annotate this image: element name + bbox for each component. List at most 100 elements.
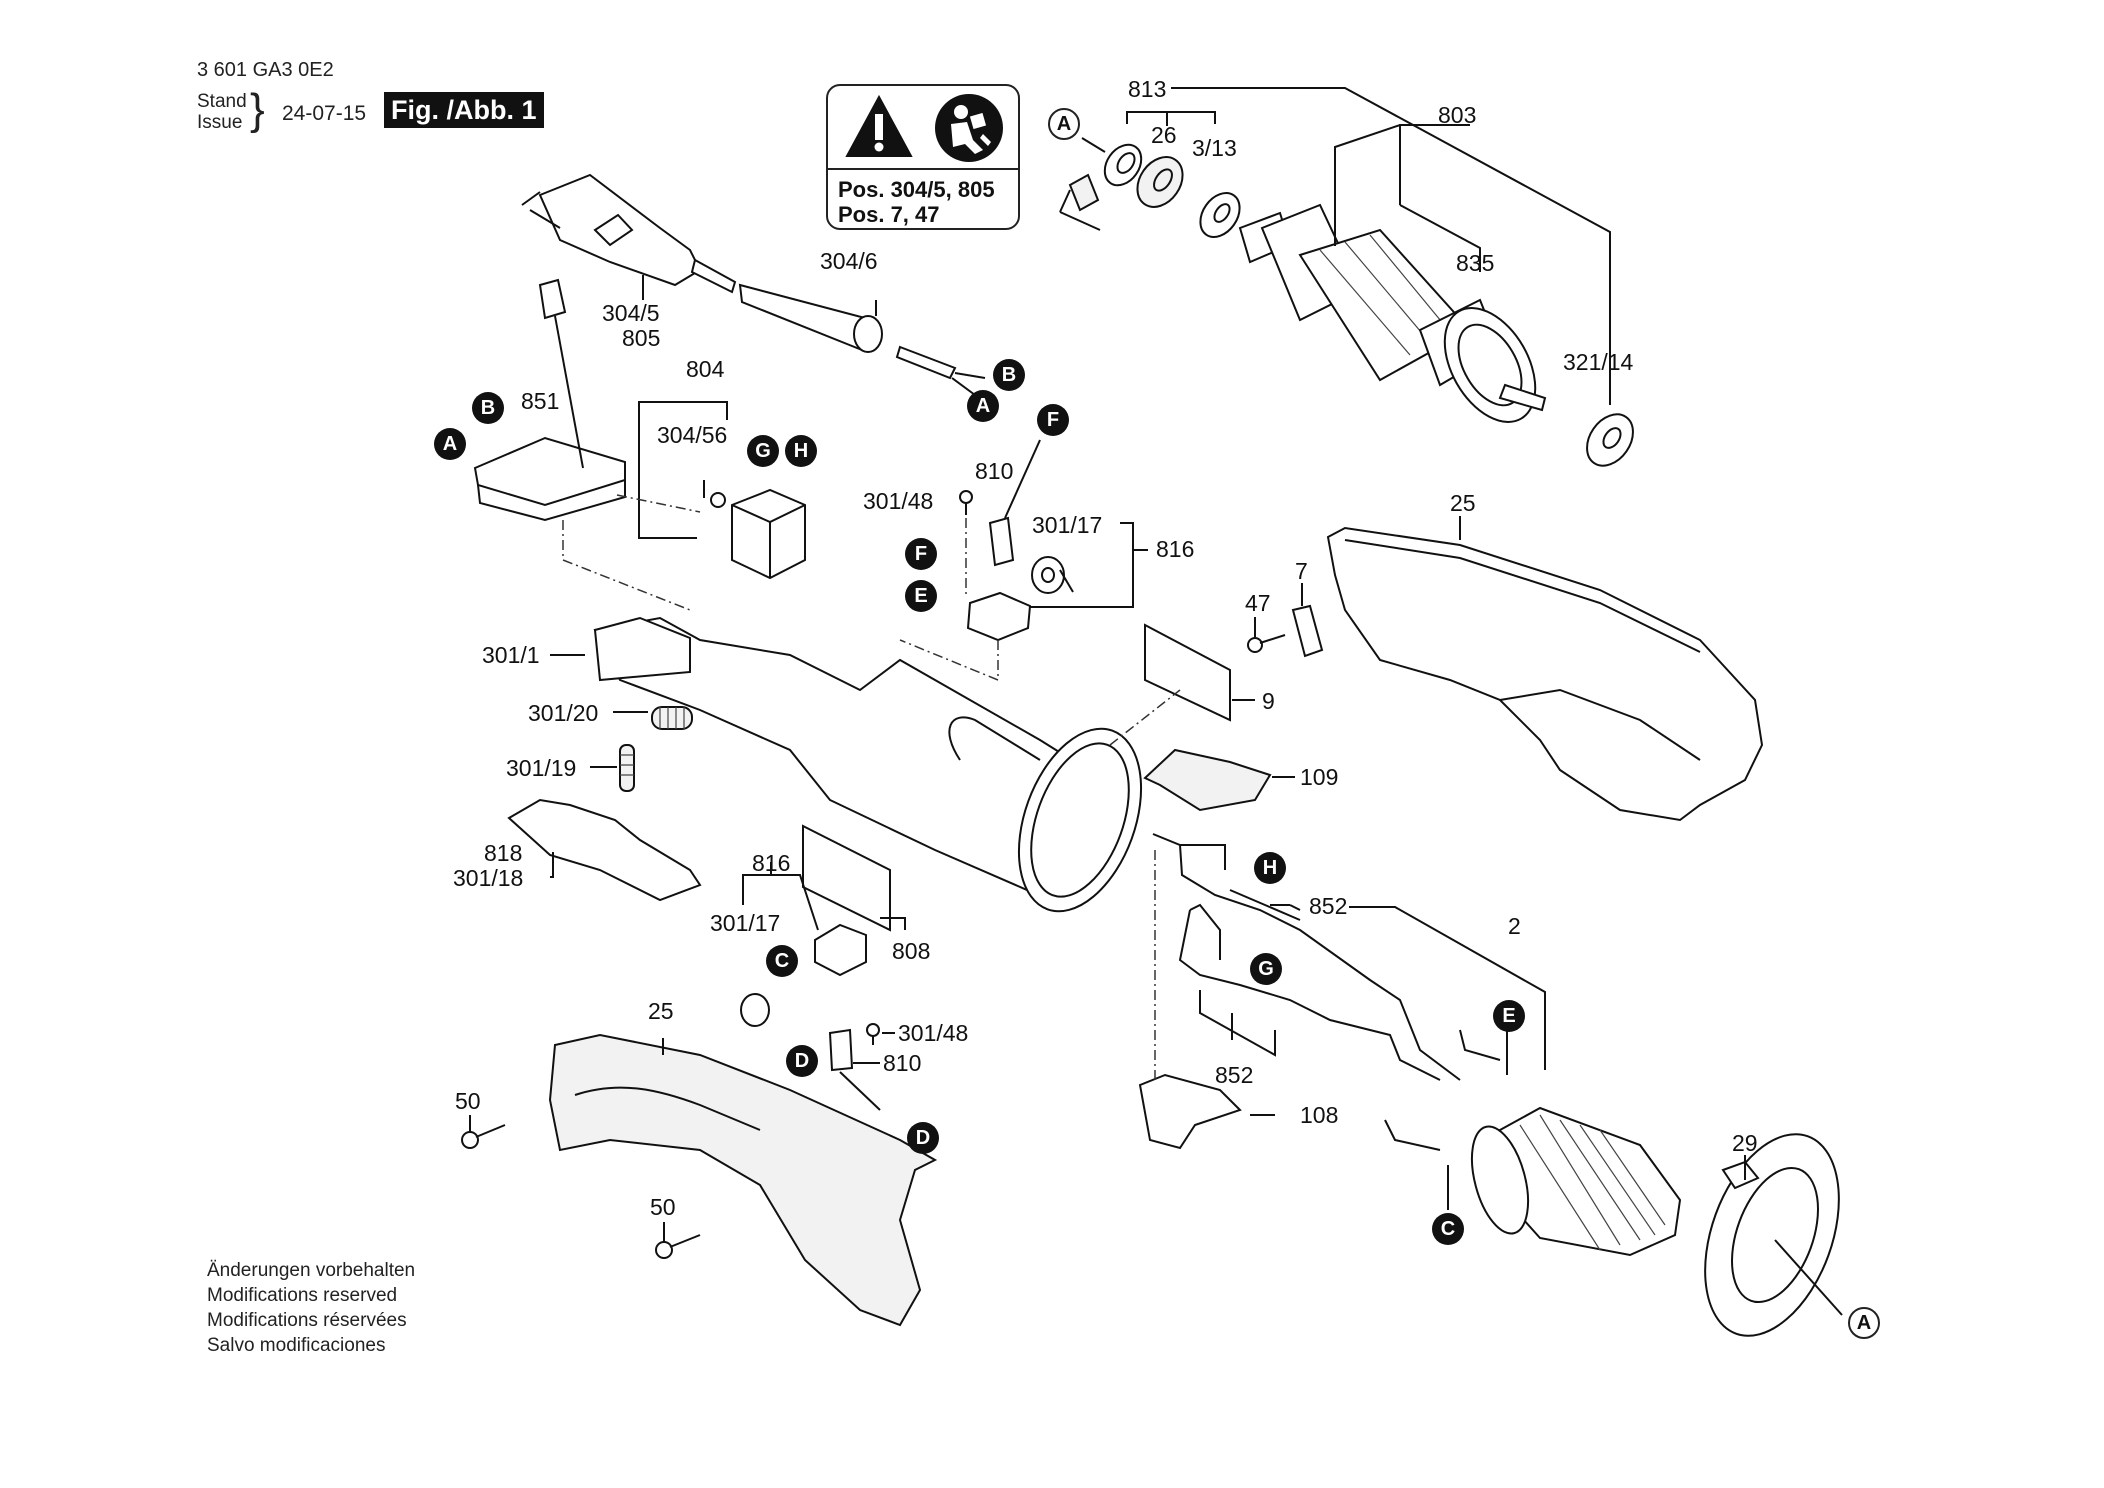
notice-english: Modifications reserved bbox=[207, 1285, 398, 1306]
callout-c-field: C bbox=[1432, 1213, 1464, 1245]
part-label-301-19[interactable]: 301/19 bbox=[506, 755, 577, 781]
brush-insert-drawing bbox=[1059, 173, 1101, 231]
callout-f-mid: F bbox=[905, 538, 937, 570]
part-label-25-left[interactable]: 25 bbox=[648, 998, 674, 1024]
screw-50-bottom-drawing bbox=[655, 1234, 701, 1259]
part-label-304-6[interactable]: 304/6 bbox=[820, 248, 878, 274]
part-label-301-17-bottom[interactable]: 301/17 bbox=[710, 910, 781, 936]
lever-818-drawing bbox=[507, 798, 702, 902]
motor-housing-drawing bbox=[593, 616, 1143, 913]
part-label-321-14[interactable]: 321/14 bbox=[1563, 349, 1634, 375]
part-label-47[interactable]: 47 bbox=[1245, 590, 1271, 616]
fan-baffle-29-drawing bbox=[1704, 1133, 1840, 1337]
leader-a-top bbox=[1081, 137, 1106, 153]
notice-german: Änderungen vorbehalten bbox=[207, 1260, 416, 1281]
modifications-notice: Änderungen vorbehalten Modifications res… bbox=[207, 1258, 415, 1358]
armature-835-drawing bbox=[1238, 203, 1547, 423]
leader-813 bbox=[1126, 87, 1611, 405]
part-label-813[interactable]: 813 bbox=[1128, 76, 1167, 102]
part-label-301-48-bottom[interactable]: 301/48 bbox=[898, 1020, 969, 1046]
callout-b-switch-box: B bbox=[472, 392, 504, 424]
cable-drawing bbox=[895, 345, 986, 396]
notice-french: Modifications réservées bbox=[207, 1310, 407, 1331]
part-label-804[interactable]: 804 bbox=[686, 356, 725, 382]
callout-g-switch: G bbox=[747, 435, 779, 467]
figure-label: Fig. /Abb. 1 bbox=[384, 92, 544, 128]
assembly-line-brush-top bbox=[899, 518, 999, 682]
part-label-808[interactable]: 808 bbox=[892, 938, 931, 964]
leader-803 bbox=[1334, 124, 1481, 272]
warning-divider bbox=[828, 168, 1018, 170]
stand-label: Stand bbox=[197, 91, 247, 112]
part-label-301-48-top[interactable]: 301/48 bbox=[863, 488, 934, 514]
part-label-810-top[interactable]: 810 bbox=[975, 458, 1014, 484]
part-label-50-left[interactable]: 50 bbox=[455, 1088, 481, 1114]
bearing-26-drawing bbox=[1136, 156, 1184, 208]
part-label-852-top[interactable]: 852 bbox=[1309, 893, 1348, 919]
carbon-brush-810-drawing bbox=[988, 439, 1041, 567]
callout-e-field: E bbox=[1493, 1000, 1525, 1032]
part-label-3-13[interactable]: 3/13 bbox=[1192, 135, 1237, 161]
brush-spring-301-17-bottom-drawing bbox=[740, 993, 770, 1027]
part-label-9[interactable]: 9 bbox=[1262, 688, 1275, 714]
part-label-304-5[interactable]: 304/5 bbox=[602, 300, 660, 326]
brush-holder-816-bottom-drawing bbox=[814, 923, 867, 977]
field-coil-2-drawing bbox=[1384, 1029, 1682, 1257]
part-label-851[interactable]: 851 bbox=[521, 388, 560, 414]
spring-301-20-drawing bbox=[651, 706, 693, 730]
label-9-drawing bbox=[1144, 623, 1231, 722]
part-label-108[interactable]: 108 bbox=[1300, 1102, 1339, 1128]
screw-47-drawing bbox=[1247, 634, 1286, 653]
brush-holder-816-drawing bbox=[966, 591, 1032, 642]
switch-box-851-drawing bbox=[473, 278, 626, 522]
part-label-301-17-top[interactable]: 301/17 bbox=[1032, 512, 1103, 538]
part-label-810-bottom[interactable]: 810 bbox=[883, 1050, 922, 1076]
part-label-2[interactable]: 2 bbox=[1508, 913, 1521, 939]
brush-spring-301-17-drawing bbox=[1031, 556, 1074, 594]
part-label-301-20[interactable]: 301/20 bbox=[528, 700, 599, 726]
part-label-816-top[interactable]: 816 bbox=[1156, 536, 1195, 562]
part-label-26[interactable]: 26 bbox=[1151, 122, 1177, 148]
label-808-drawing bbox=[802, 824, 891, 932]
part-label-109[interactable]: 109 bbox=[1300, 764, 1339, 790]
cover-109-drawing bbox=[1143, 748, 1272, 812]
part-label-50-bottom[interactable]: 50 bbox=[650, 1194, 676, 1220]
bracket-804 bbox=[638, 401, 728, 539]
part-label-304-56[interactable]: 304/56 bbox=[657, 422, 728, 448]
part-label-803[interactable]: 803 bbox=[1438, 102, 1477, 128]
part-label-301-18[interactable]: 301/18 bbox=[453, 865, 524, 891]
callout-a-open-top: A bbox=[1048, 108, 1080, 140]
brush-plate-108-drawing bbox=[1138, 1073, 1242, 1150]
callout-h-switch: H bbox=[785, 435, 817, 467]
notice-spanish: Salvo modificaciones bbox=[207, 1335, 386, 1356]
callout-b-cable: B bbox=[993, 359, 1025, 391]
part-label-7[interactable]: 7 bbox=[1295, 558, 1308, 584]
switch-actuator-301-1-drawing bbox=[593, 616, 691, 682]
read-manual-icon bbox=[935, 94, 1003, 162]
part-label-816-bottom[interactable]: 816 bbox=[752, 850, 791, 876]
part-label-818[interactable]: 818 bbox=[484, 840, 523, 866]
bearing-813-drawing bbox=[1103, 143, 1143, 187]
part-label-29[interactable]: 29 bbox=[1732, 1130, 1758, 1156]
issue-date: 24-07-15 bbox=[282, 102, 367, 125]
housing-half-25-right-drawing bbox=[1326, 526, 1764, 822]
part-label-301-1[interactable]: 301/1 bbox=[482, 642, 540, 668]
part-label-852-bottom[interactable]: 852 bbox=[1215, 1062, 1254, 1088]
part-label-835[interactable]: 835 bbox=[1456, 250, 1495, 276]
part-label-25-right[interactable]: 25 bbox=[1450, 490, 1476, 516]
plug-304-5-drawing bbox=[521, 173, 737, 294]
leader-808 bbox=[880, 917, 906, 930]
leader-852-top bbox=[1349, 906, 1546, 1070]
part-number: 3 601 GA3 0E2 bbox=[197, 59, 334, 81]
callout-a-switch-box: A bbox=[434, 428, 466, 460]
clamp-7-drawing bbox=[1291, 604, 1324, 658]
screw-301-48-bottom-drawing bbox=[866, 1023, 880, 1045]
safety-warning-box: Pos. 304/5, 805 Pos. 7, 47 bbox=[826, 84, 1020, 230]
callout-e-mid: E bbox=[905, 580, 937, 612]
screw-301-48-drawing bbox=[959, 490, 973, 515]
switch-804-drawing bbox=[710, 488, 806, 580]
leader-a-bottom bbox=[1774, 1239, 1843, 1316]
part-label-805[interactable]: 805 bbox=[622, 325, 661, 351]
assembly-line-switch bbox=[562, 494, 701, 611]
screw-50-left-drawing bbox=[461, 1124, 506, 1149]
